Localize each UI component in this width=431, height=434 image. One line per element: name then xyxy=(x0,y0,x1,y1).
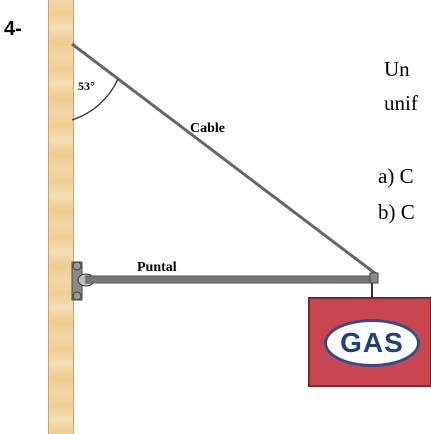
side-text-question-b: b) C xyxy=(378,200,415,224)
bracket-bolt-top xyxy=(72,261,82,271)
angle-label: 53° xyxy=(78,79,95,93)
side-text-line-2: unif xyxy=(384,91,418,115)
bracket-bolt-bottom xyxy=(72,291,82,301)
wooden-wall xyxy=(48,0,74,434)
side-text-line-1: Un xyxy=(384,57,410,81)
problem-number: 4- xyxy=(4,18,22,40)
strut-bar xyxy=(85,275,379,284)
gas-sign-oval: GAS xyxy=(324,319,420,367)
angle-arc xyxy=(71,78,119,121)
cable-label: Cable xyxy=(190,121,225,136)
gas-sign-text: GAS xyxy=(340,327,404,358)
strut-label: Puntal xyxy=(137,260,177,275)
strut-end-cap xyxy=(369,272,379,284)
gas-sign: GAS xyxy=(308,297,431,387)
side-text-question-a: a) C xyxy=(378,164,414,188)
cable-line xyxy=(71,42,377,276)
